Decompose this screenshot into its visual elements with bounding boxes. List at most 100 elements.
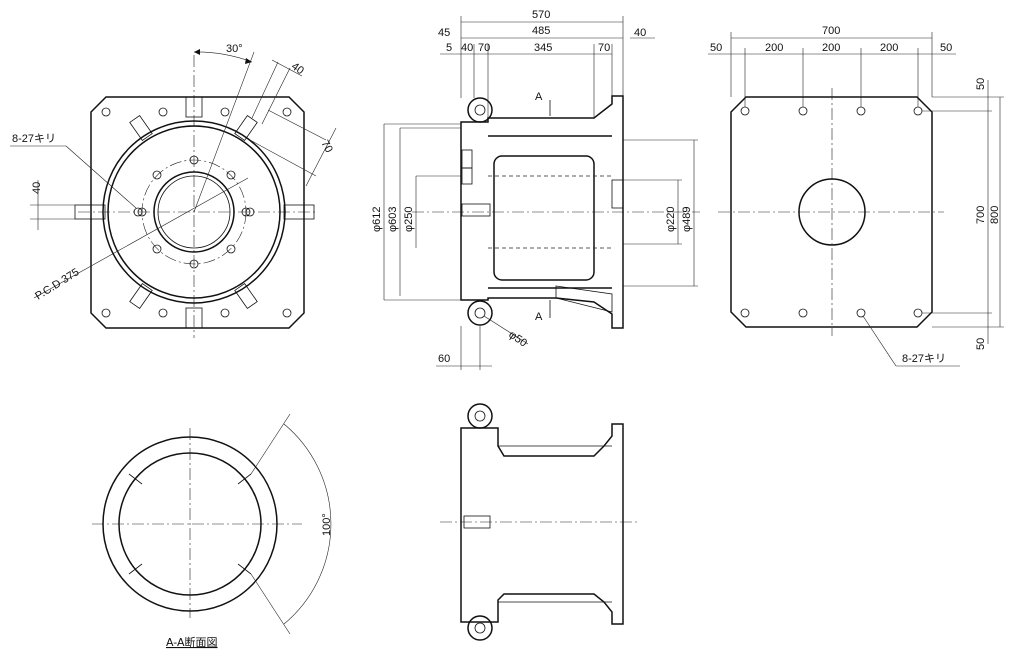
front-pcd-holes bbox=[137, 155, 251, 269]
dim-200-c: 200 bbox=[880, 42, 898, 54]
section-rib-line bbox=[237, 563, 252, 575]
dim-phi603: φ603 bbox=[387, 207, 399, 233]
side-lug-bottom bbox=[467, 300, 493, 326]
dim-45: 45 bbox=[438, 27, 450, 39]
lug-ext-1 bbox=[251, 61, 279, 119]
side-section-lug-bottom-hole bbox=[474, 622, 486, 634]
pcd-hole bbox=[226, 244, 236, 254]
hole-note-front: 8-27キリ bbox=[12, 133, 56, 145]
dim-5: 5 bbox=[446, 42, 452, 54]
dim-50-right: 50 bbox=[940, 42, 952, 54]
dim-60: 60 bbox=[438, 353, 450, 365]
side-lug-top-hole bbox=[474, 104, 486, 116]
dim-50-top: 50 bbox=[975, 78, 987, 90]
side-pin-main bbox=[461, 203, 491, 217]
flange-hole bbox=[856, 106, 866, 116]
flange-hole bbox=[740, 106, 750, 116]
plate-hole bbox=[220, 308, 230, 318]
flange-hole bbox=[913, 106, 923, 116]
dim-800-vert: 800 bbox=[989, 206, 1001, 224]
lug-ext-70 bbox=[249, 139, 317, 177]
dim-700-vert: 700 bbox=[975, 206, 987, 224]
dim-phi250: φ250 bbox=[403, 207, 415, 233]
side-pin-top bbox=[461, 149, 473, 169]
section-angle-arc bbox=[283, 423, 332, 625]
section-A-bottom: A bbox=[535, 311, 543, 323]
flange-hole bbox=[856, 308, 866, 318]
dim-570: 570 bbox=[532, 9, 550, 21]
front-rib-top bbox=[185, 96, 203, 118]
plate-hole bbox=[133, 207, 143, 217]
dim-345: 345 bbox=[534, 42, 552, 54]
dim-40-left: 40 bbox=[461, 42, 473, 54]
dim-50-bottom: 50 bbox=[975, 338, 987, 350]
dim-phi220: φ220 bbox=[665, 207, 677, 233]
dim-485: 485 bbox=[532, 25, 550, 37]
front-outer-circle bbox=[102, 120, 286, 304]
section-rib-line bbox=[128, 473, 143, 485]
hole-note-flange: 8-27キリ bbox=[902, 353, 946, 365]
plate-hole bbox=[101, 308, 111, 318]
dim-phi50: φ50 bbox=[506, 329, 529, 350]
lug-dim-70 bbox=[305, 127, 337, 187]
pcd-hole bbox=[226, 170, 236, 180]
lug-dim-40-label: 40 bbox=[289, 60, 306, 77]
arrowhead bbox=[245, 58, 252, 64]
pcd-hole bbox=[152, 244, 162, 254]
side-section-lug-bottom bbox=[467, 615, 493, 641]
dim-phi489: φ489 bbox=[681, 207, 693, 233]
pcd-hole bbox=[137, 207, 147, 217]
lug-ext-70b bbox=[267, 109, 327, 141]
front-outer-circle-inner bbox=[107, 125, 281, 299]
front-plate-outline bbox=[90, 96, 305, 329]
angle-ref-line bbox=[193, 51, 255, 213]
front-bore-inner bbox=[157, 175, 231, 249]
front-pin-right bbox=[283, 204, 315, 220]
angle-30-label: 30° bbox=[226, 43, 243, 55]
flange-hole bbox=[740, 308, 750, 318]
front-plate-holes bbox=[101, 107, 292, 318]
dim-200-b: 200 bbox=[822, 42, 840, 54]
flange-hole-leader bbox=[862, 315, 897, 367]
front-pin-left bbox=[74, 204, 106, 220]
section-angle-ext-top bbox=[250, 413, 291, 475]
section-angle-ext-bottom bbox=[250, 573, 291, 635]
dim-700: 700 bbox=[822, 25, 840, 37]
front-rib-bottom bbox=[185, 307, 203, 329]
side-window bbox=[493, 155, 595, 281]
side-body-outline bbox=[460, 95, 624, 329]
pcd-label: P.C.D 375 bbox=[33, 266, 81, 302]
side-gusset bbox=[555, 285, 613, 313]
lug-dim-70-label: 70 bbox=[318, 138, 335, 155]
lug-ext-2 bbox=[261, 67, 291, 125]
pin-dim-40-label: 40 bbox=[31, 182, 43, 194]
lug-lower-right bbox=[234, 282, 258, 310]
section-title: A-A断面図 bbox=[166, 635, 218, 649]
dim-40-right: 40 bbox=[634, 27, 646, 39]
phi50-leader bbox=[483, 315, 529, 345]
pcd-hole bbox=[189, 155, 199, 165]
flange-bore bbox=[798, 178, 866, 246]
flange-hole bbox=[798, 308, 808, 318]
plate-hole bbox=[158, 107, 168, 117]
flange-view: 700 50 200 200 200 50 50 700 800 50 8-27… bbox=[708, 25, 1004, 367]
section-A-top: A bbox=[535, 91, 543, 103]
front-view: 30° 40 70 40 8-27キリ P.C.D 375 bbox=[10, 43, 337, 338]
side-lug-top bbox=[467, 97, 493, 123]
lug-upper-left bbox=[129, 114, 153, 142]
flange-hole bbox=[798, 106, 808, 116]
dim-70-left: 70 bbox=[478, 42, 490, 54]
pcd-leader bbox=[33, 177, 249, 299]
pcd-hole bbox=[189, 259, 199, 269]
lug-upper-right bbox=[234, 114, 258, 142]
side-section-lug-top-hole bbox=[474, 410, 486, 422]
section-view: 100° A-A断面図 bbox=[92, 413, 333, 649]
front-lugs bbox=[129, 114, 258, 310]
front-bore-circle bbox=[153, 171, 235, 253]
side-flange-boss bbox=[611, 179, 624, 209]
plate-hole bbox=[245, 207, 255, 217]
dim-50-left: 50 bbox=[710, 42, 722, 54]
pcd-hole bbox=[241, 207, 251, 217]
